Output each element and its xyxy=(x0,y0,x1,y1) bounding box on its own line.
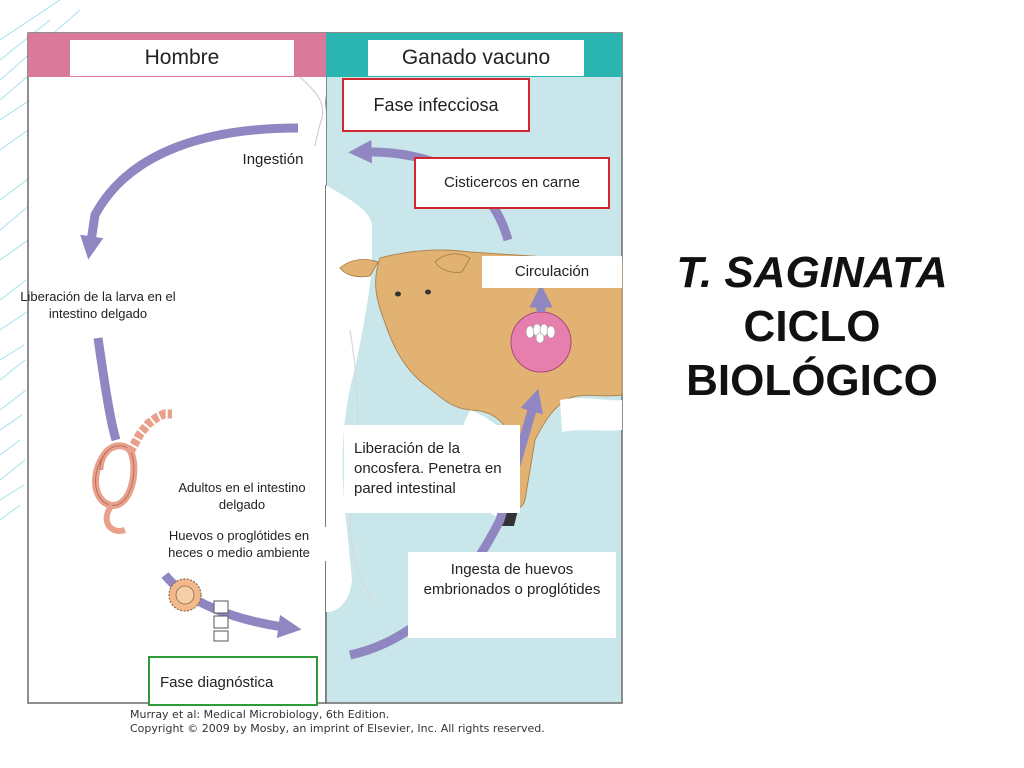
human-outline xyxy=(299,76,324,153)
title-line-2: CICLO xyxy=(743,302,881,351)
credit-line-1: Murray et al: Medical Microbiology, 6th … xyxy=(130,708,390,721)
arrow-eggs-out xyxy=(161,572,302,639)
ingestion-label: Ingestión xyxy=(228,146,318,174)
adults-label: Adultos en el intestino delgado xyxy=(162,479,322,513)
cycle-arrows xyxy=(80,123,553,660)
diagnostic-phase-box: Fase diagnóstica xyxy=(148,656,318,706)
slide-title: T. SAGINATA CICLO BIOLÓGICO xyxy=(652,246,972,408)
cysticerci-box: Cisticercos en carne xyxy=(414,157,610,209)
credit-line-2: Copyright © 2009 by Mosby, an imprint of… xyxy=(130,722,545,735)
arrow-larva-to-adults xyxy=(93,337,121,442)
egg-ingestion-label: Ingesta de huevos embrionados o proglóti… xyxy=(408,552,616,638)
oncosphere-label: Liberación de la oncosfera. Penetra en p… xyxy=(344,425,520,513)
larva-release-label: Liberación de la larva en el intestino d… xyxy=(20,289,176,321)
cysticerci-circle xyxy=(510,311,572,373)
arrow-ingestion-to-intestine xyxy=(80,123,299,260)
header-human: Hombre xyxy=(70,40,294,76)
title-line-1: T. SAGINATA xyxy=(676,248,948,297)
egg-illustration xyxy=(168,578,202,612)
decorative-scribble-left xyxy=(0,0,81,521)
eggs-label: Huevos o proglótides en heces o medio am… xyxy=(152,527,326,561)
tapeworm-illustration xyxy=(92,409,172,534)
title-line-3: BIOLÓGICO xyxy=(686,356,938,405)
circulation-label: Circulación xyxy=(482,256,622,288)
human-silhouette xyxy=(300,77,372,612)
proglottid-illustration xyxy=(213,600,229,642)
header-cattle: Ganado vacuno xyxy=(368,40,584,76)
infectious-phase-box: Fase infecciosa xyxy=(342,78,530,132)
